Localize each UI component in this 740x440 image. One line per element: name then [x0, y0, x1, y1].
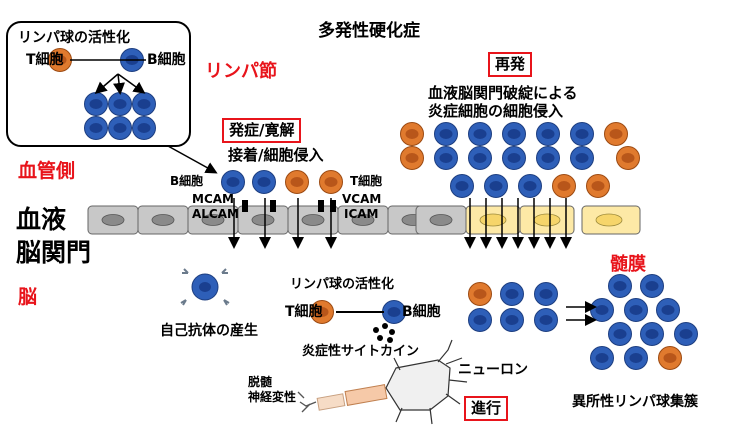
brain-activation-title: リンパ球の活性化 — [290, 277, 395, 292]
relapse-b-cell — [502, 146, 526, 170]
relapse-b-cell — [434, 122, 458, 146]
lymph-b-cell-label: B細胞 — [147, 52, 186, 68]
alcam-label: ALCAM — [192, 207, 239, 221]
ectopic-b-cell — [656, 298, 680, 322]
relapse-b-cell — [468, 122, 492, 146]
blood-brain-barrier — [87, 205, 641, 235]
lymph-cluster-b-cell — [108, 92, 132, 116]
relapse-t-cell — [604, 122, 628, 146]
endothelial-cell — [87, 205, 139, 235]
ectopic-b-cell — [590, 298, 614, 322]
ectopic-b-cell — [640, 322, 664, 346]
bbb-label-line1: 血液 — [16, 205, 67, 234]
ectopic-t-cell — [658, 346, 682, 370]
relapse-b-cell — [570, 122, 594, 146]
ectopic-b-cell — [674, 322, 698, 346]
endothelial-cell — [187, 205, 239, 235]
relapse-b-cell — [536, 122, 560, 146]
demyelination-label-line2: 神経変性 — [248, 390, 297, 404]
brain-label: 脳 — [18, 286, 38, 308]
vcam-label: VCAM — [342, 192, 382, 206]
lymph-activation-lines — [70, 59, 218, 174]
ectopic-b-cell — [640, 274, 664, 298]
lymph-box-title: リンパ球の活性化 — [18, 30, 130, 46]
lymph-cluster-b-cell — [108, 116, 132, 140]
onset-remission-box: 発症/寛解 — [222, 118, 302, 143]
brain-t-cell — [310, 300, 334, 324]
relapse-box: 再発 — [488, 52, 533, 77]
autoantibody-label: 自己抗体の産生 — [160, 323, 258, 339]
endothelial-cell — [337, 205, 389, 235]
lymph-cluster-b-cell — [84, 92, 108, 116]
bbb-label-line2: 脳関門 — [16, 238, 92, 267]
relapse-b-cell — [450, 174, 474, 198]
lymph-cluster-b-cell — [132, 116, 156, 140]
meninges-incoming-cell — [468, 308, 492, 332]
relapse-b-cell — [518, 174, 542, 198]
blood-side-label: 血管側 — [18, 160, 76, 182]
meninges-incoming-cell — [534, 308, 558, 332]
neuron-illustration — [297, 339, 468, 425]
infiltration-arrows — [228, 198, 572, 249]
relapse-t-cell — [586, 174, 610, 198]
lymph-cluster-b-cell — [132, 92, 156, 116]
meninges-incoming-cell — [500, 282, 524, 306]
progression-box: 進行 — [464, 396, 509, 421]
ectopic-b-cell — [590, 346, 614, 370]
diagram-title: 多発性硬化症 — [318, 21, 420, 41]
neuron-label: ニューロン — [458, 362, 528, 378]
icam-label: ICAM — [344, 207, 379, 221]
onset-b-cell — [252, 170, 276, 194]
demyelination-label-line1: 脱髄 — [248, 375, 273, 389]
adhesion-molecules — [242, 200, 336, 212]
relapse-t-cell — [616, 146, 640, 170]
cytokine-label: 炎症性サイトカイン — [302, 344, 420, 359]
meninges-arrows — [566, 301, 597, 326]
cells — [48, 48, 698, 370]
relapse-b-cell — [468, 146, 492, 170]
relapse-b-cell — [434, 146, 458, 170]
cytokine-dots — [373, 323, 395, 343]
onset-b-cell — [221, 170, 245, 194]
brain-t-cell-label: T細胞 — [285, 304, 323, 320]
disrupted-endothelial-cell — [581, 205, 641, 235]
ectopic-b-cell — [608, 274, 632, 298]
relapse-t-cell — [400, 146, 424, 170]
meninges-incoming-cell — [534, 282, 558, 306]
relapse-desc-line2: 炎症細胞の細胞侵入 — [428, 102, 564, 120]
autoantibody-cell — [180, 268, 230, 306]
lymph-node-label: リンパ節 — [205, 61, 277, 82]
lymph-t-cell-label: T細胞 — [26, 52, 64, 68]
meninges-incoming-cell — [500, 308, 524, 332]
mcam-label: MCAM — [192, 192, 234, 206]
onset-t-cell — [319, 170, 343, 194]
relapse-t-cell — [552, 174, 576, 198]
relapse-desc-line1: 血液脳関門破綻による — [428, 84, 578, 102]
lymph-cluster-b-cell — [84, 116, 108, 140]
disrupted-endothelial-cell — [465, 205, 521, 235]
ectopic-b-cell — [624, 298, 648, 322]
ectopic-b-cell — [608, 322, 632, 346]
adhesion-invasion-label: 接着/細胞侵入 — [228, 146, 324, 164]
meninges-label: 髄膜 — [610, 254, 646, 275]
onset-t-cell-label: T細胞 — [350, 174, 383, 188]
endothelial-cell — [287, 205, 339, 235]
relapse-t-cell — [400, 122, 424, 146]
meninges-incoming-cell — [468, 282, 492, 306]
relapse-b-cell — [484, 174, 508, 198]
ectopic-b-cell — [624, 346, 648, 370]
onset-b-cell-label: B細胞 — [170, 174, 204, 188]
endothelial-cell — [415, 205, 467, 235]
relapse-b-cell — [536, 146, 560, 170]
endothelial-cell — [137, 205, 189, 235]
relapse-b-cell — [502, 122, 526, 146]
onset-t-cell — [285, 170, 309, 194]
ectopic-lymphoid-label: 異所性リンパ球集簇 — [572, 394, 698, 410]
brain-b-cell-label: B細胞 — [402, 304, 441, 320]
relapse-b-cell — [570, 146, 594, 170]
